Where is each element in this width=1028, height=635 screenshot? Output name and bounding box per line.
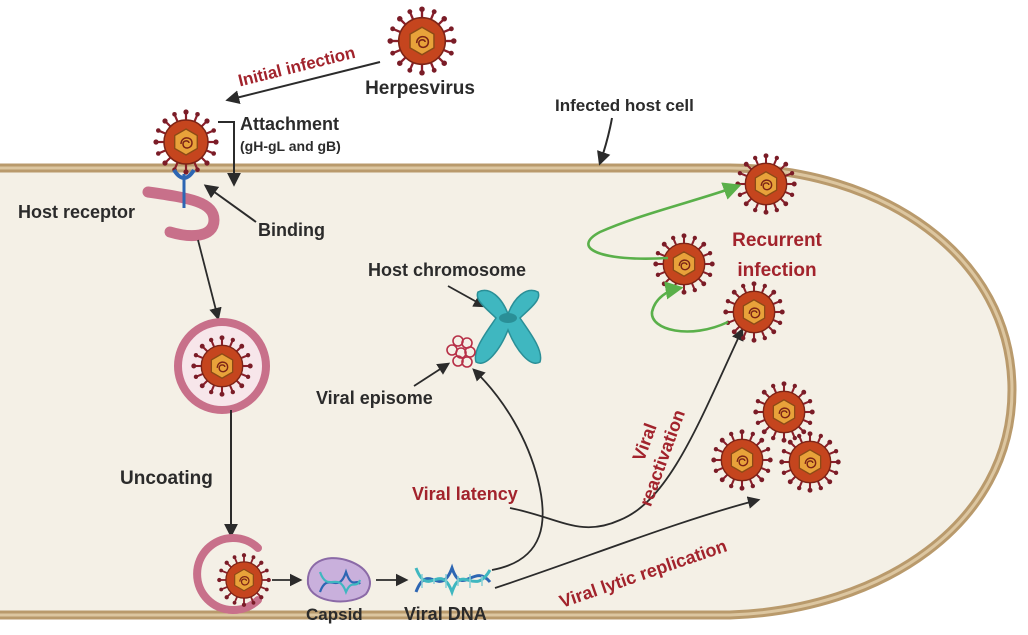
reactivation-green-arrow-1 — [587, 182, 742, 260]
progeny-virus-icon — [710, 428, 774, 492]
infected-host-cell-label: Infected host cell — [555, 96, 694, 115]
viral-latency-label: Viral latency — [412, 484, 518, 504]
dna-helix-icon — [414, 563, 492, 597]
viral-dna-label: Viral DNA — [404, 604, 487, 624]
host-chromosome-label: Host chromosome — [368, 260, 526, 280]
herpesvirus-icon — [386, 5, 458, 77]
host-chromosome-pointer — [447, 285, 487, 308]
attachment-label: Attachment — [240, 114, 339, 134]
capsid-label: Capsid — [306, 605, 363, 624]
entry-arrow — [197, 239, 222, 321]
recurrent-infection-label-1: Recurrent — [732, 230, 822, 251]
endocytic-vesicle — [174, 318, 270, 414]
herpesvirus-label: Herpesvirus — [365, 78, 475, 99]
attachment-sub-label: (gH-gL and gB) — [240, 138, 341, 154]
recurrent-virus-icon — [722, 280, 786, 344]
viral-episome-pointer — [413, 362, 451, 387]
progeny-virus-icon — [778, 430, 842, 494]
episome-icon — [446, 335, 476, 368]
uncoating-label: Uncoating — [120, 468, 213, 489]
recurrent-virus-icon — [652, 232, 716, 296]
viral-latency-arrow — [472, 368, 544, 571]
progeny-virus-icon — [752, 380, 816, 444]
infected-host-cell-pointer — [597, 117, 613, 166]
capsid-icon — [306, 557, 371, 603]
binding-label: Binding — [258, 220, 325, 240]
binding-arrow — [203, 184, 257, 223]
reactivation-green-arrow-2 — [650, 281, 729, 333]
attached-virus-icon — [152, 108, 220, 176]
host-receptor-icon — [142, 168, 220, 242]
recurrent-infection-label-2: infection — [737, 260, 816, 281]
initial-infection-arrow — [225, 61, 381, 105]
host-cell-cytoplasm — [0, 168, 1012, 615]
chromosome-icon — [474, 289, 542, 364]
host-receptor-label: Host receptor — [18, 202, 135, 222]
viral-reactivation-arrow — [509, 327, 744, 529]
uncoating-vesicle — [193, 534, 272, 614]
attachment-bracket — [218, 121, 241, 187]
viral-lytic-replication-arrow — [494, 496, 761, 589]
viral-episome-label: Viral episome — [316, 388, 433, 408]
budding-virus-icon — [734, 152, 798, 216]
